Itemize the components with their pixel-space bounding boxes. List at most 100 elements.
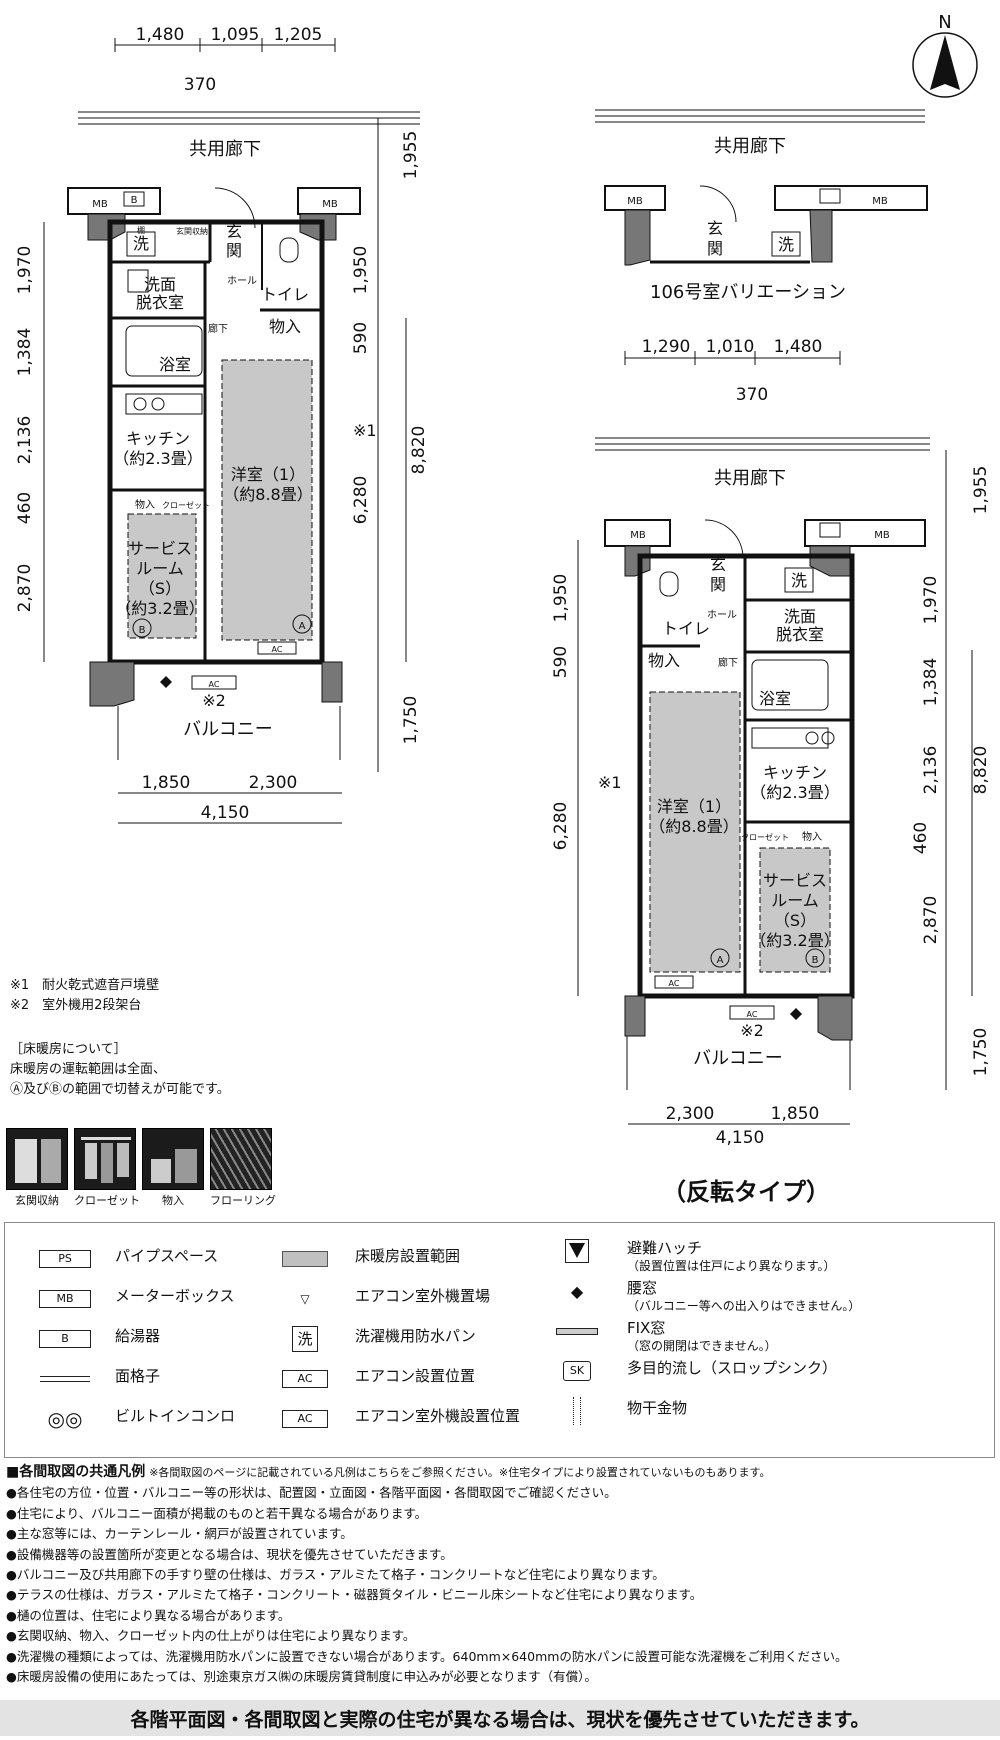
- diamond-icon: ◆: [570, 1281, 584, 1301]
- b-yoshitsu: 洋室（1）: [657, 797, 731, 816]
- b-monoire-2: 物入: [802, 830, 822, 843]
- b-sen: 洗: [791, 571, 807, 590]
- a-roka: 廊下: [208, 322, 228, 335]
- common-item-1: ●各住宅の方位・位置・バルコニー等の形状は、配置図・立面図・各階平面図・各間取図…: [6, 1485, 617, 1501]
- a-left-dim-5: 2,870: [15, 564, 35, 613]
- a-service-3: （S）: [139, 579, 181, 598]
- a-left-dim-4: 460: [15, 492, 35, 524]
- a-top-dim-2: 1,095: [211, 25, 260, 45]
- monoire-icon: 物入: [142, 1128, 204, 1208]
- a-yokushitsu: 浴室: [159, 355, 191, 374]
- triangle-icon: ▽: [300, 1292, 310, 1306]
- b-bottom-dim-1: 2,300: [666, 1104, 715, 1124]
- var-mb-right: MB: [872, 196, 888, 207]
- b-top-dim-1: 1,290: [642, 337, 691, 357]
- flooring-icon: フローリング: [210, 1128, 276, 1208]
- b-service-1: サービス: [763, 871, 827, 890]
- a-balcony: バルコニー: [183, 719, 273, 740]
- a-b-label: B: [131, 195, 138, 206]
- legend-box: PS パイプスペース MB メーターボックス B 給湯器 面格子 ◎◎ ビルトイ…: [4, 1222, 995, 1458]
- floor-heating-line-1: 床暖房の運転範囲は全面、: [10, 1062, 167, 1077]
- clothes-rack-icon: [573, 1397, 581, 1425]
- b-right-dim-1: 1,955: [971, 466, 991, 515]
- a-yoshitsu: 洋室（1）: [231, 465, 305, 484]
- variation-106: 共用廊下 MB MB 玄 関 洗 106号室バリエーション: [595, 109, 928, 303]
- b-right-dim-8: 1,750: [971, 1028, 991, 1077]
- a-genkan-1: 玄: [226, 222, 242, 241]
- b-top-dim-2: 1,010: [706, 337, 755, 357]
- var-sen: 洗: [778, 235, 794, 254]
- common-item-3: ●主な窓等には、カーテンレール・網戸が設置されています。: [6, 1526, 353, 1542]
- b-right-dim-3: 1,384: [921, 658, 941, 707]
- common-notes: ■各間取図の共通凡例 ※各間取図のページに記載されている凡例はこちらをご参照くだ…: [6, 1462, 991, 1687]
- b-genkan-2: 関: [710, 575, 726, 594]
- a-top-dim-370: 370: [184, 75, 216, 95]
- a-genkan-shuno: 玄関収納: [176, 226, 208, 236]
- a-mb-right: MB: [322, 199, 338, 210]
- a-mark-a: A: [299, 621, 306, 632]
- a-mb-left: MB: [92, 199, 108, 210]
- common-item-7: ●樋の位置は、住宅により異なる場合があります。: [6, 1607, 291, 1623]
- notes: ※1 耐火乾式遮音戸境壁 ※2 室外機用2段架台: [10, 976, 159, 1016]
- b-icon: B: [39, 1330, 91, 1348]
- b-bottom-total: 4,150: [715, 1128, 765, 1148]
- a-top-dim-3: 1,205: [274, 25, 323, 45]
- b-senmen: 洗面: [784, 607, 816, 626]
- a-kitchen: キッチン: [126, 429, 190, 448]
- a-right-dim-2: 1,950: [351, 246, 371, 295]
- hatch-icon: [565, 1239, 589, 1263]
- b-datsui: 脱衣室: [776, 625, 824, 644]
- common-item-9: ●洗濯機の種類によっては、洗濯機用防水パンに設置できない場合があります。640m…: [6, 1648, 848, 1664]
- b-service-size: （約3.2畳）: [750, 931, 839, 950]
- floor-heating-line-2: Ⓐ及びⒷの範囲で切替えが可能です。: [10, 1082, 230, 1097]
- a-right-dim-3: 590: [351, 322, 371, 354]
- common-item-2: ●住宅により、バルコニー面積が掲載のものと若干異なる場合があります。: [6, 1505, 428, 1521]
- b-left-dim-2: 590: [551, 646, 571, 678]
- a-right-dim-6: 1,750: [401, 696, 421, 745]
- b-ac-outdoor: AC: [747, 1010, 758, 1019]
- a-left-dim-3: 2,136: [15, 416, 35, 465]
- reverse-type-caption: （反転タイプ）: [662, 1178, 830, 1206]
- a-service-size: （約3.2畳）: [115, 599, 204, 618]
- storage-icons: 玄関収納 クローゼット 物入 フローリング: [6, 1128, 276, 1212]
- washer-pan-icon: 洗: [292, 1326, 318, 1352]
- b-genkan-1: 玄: [710, 555, 726, 574]
- b-note-2: ※2: [740, 1021, 764, 1040]
- footer-banner: 各階平面図・各間取図と実際の住宅が異なる場合は、現状を優先させていただきます。: [0, 1700, 1000, 1736]
- b-service-2: ルーム: [771, 891, 819, 910]
- a-right-dim-4: 8,820: [409, 426, 429, 475]
- ac-outdoor-icon: AC: [282, 1410, 328, 1428]
- a-yoshitsu-size: （約8.8畳）: [223, 485, 312, 504]
- a-bottom-total: 4,150: [201, 803, 250, 823]
- b-yoshitsu-size: （約8.8畳）: [649, 817, 738, 836]
- b-balcony: バルコニー: [693, 1048, 783, 1069]
- a-note-2: ※2: [202, 691, 226, 710]
- note-1: ※1 耐火乾式遮音戸境壁: [10, 978, 160, 993]
- a-hall: ホール: [227, 275, 257, 287]
- a-left-dim-2: 1,384: [15, 328, 35, 377]
- a-sen-label: 洗: [133, 234, 149, 253]
- sk-icon: SK: [563, 1361, 591, 1381]
- b-right-dim-4: 2,136: [921, 746, 941, 795]
- a-senmen: 洗面: [144, 275, 176, 294]
- a-note-1: ※1: [353, 421, 377, 440]
- note-2: ※2 室外機用2段架台: [10, 998, 142, 1013]
- unit-a-plan: 1,480 1,095 1,205 370 共用廊下 MB B MB 洗 棚: [15, 25, 429, 824]
- var-genkan-2: 関: [707, 239, 723, 258]
- b-right-dim-5: 8,820: [971, 746, 991, 795]
- lattice-icon: [40, 1376, 90, 1382]
- b-mark-a: A: [717, 955, 724, 966]
- a-ac-indoor: AC: [272, 645, 283, 654]
- b-service-3: （S）: [774, 911, 816, 930]
- b-left-dim-3: 6,280: [551, 802, 571, 851]
- common-title-note: ※各間取図のページに記載されている凡例はこちらをご参照ください。※住宅タイプによ…: [149, 1466, 771, 1479]
- b-bottom-dim-2: 1,850: [771, 1104, 820, 1124]
- fix-window-icon: [556, 1327, 598, 1335]
- a-tana-label: 棚: [137, 225, 145, 235]
- floor-heating-note: ［床暖房について］ 床暖房の運転範囲は全面、 Ⓐ及びⒷの範囲で切替えが可能です。: [10, 1040, 230, 1100]
- closet-icon: クローゼット: [74, 1128, 140, 1208]
- b-mb-left: MB: [630, 530, 646, 541]
- b-right-dim-2: 1,970: [921, 576, 941, 625]
- b-mark-b: B: [812, 955, 819, 966]
- b-mb-right: MB: [874, 530, 890, 541]
